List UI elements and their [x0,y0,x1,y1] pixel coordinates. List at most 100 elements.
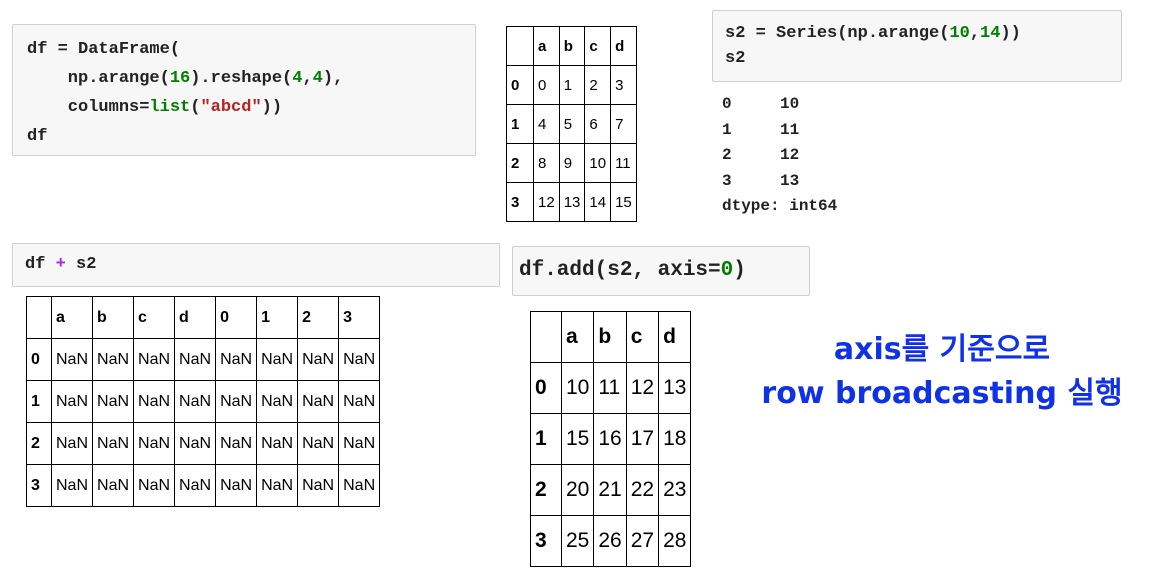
table-cell: 14 [584,182,612,222]
table-cell: NaN [297,380,340,423]
table-cell: NaN [133,422,176,465]
table-cell: 15 [560,413,595,465]
table-cell: 3 [610,65,637,105]
code-number: 14 [980,24,1001,43]
code-cell-add-method[interactable]: df.add(s2, axis=0) [512,246,810,296]
code-cell-dataframe[interactable]: df = DataFrame( np.arange(16).reshape(4,… [12,24,476,156]
table-cell: NaN [256,464,299,507]
table-cell: 23 [658,464,692,516]
table-cell: 16 [593,413,627,465]
row-index: 0 [506,65,534,105]
table-cell: NaN [256,422,299,465]
table-cell: 27 [625,515,660,567]
code-builtin: list [149,98,191,117]
column-header: b [558,26,586,66]
table-cell: 7 [610,104,637,144]
index-header [26,296,52,339]
code-number: 10 [949,24,970,43]
code-operator: + [55,255,66,274]
row-index: 1 [530,413,562,465]
table-cell: NaN [338,464,381,507]
row-index: 1 [506,104,534,144]
table-cell: NaN [338,422,381,465]
row-index: 3 [506,182,534,222]
column-header: c [584,26,612,66]
column-header: 3 [338,296,381,339]
code-text: df [25,255,56,274]
column-header: b [92,296,135,339]
column-header: a [533,26,560,66]
table-cell: NaN [92,380,135,423]
code-number: 4 [292,69,303,88]
table-cell: NaN [215,380,258,423]
table-cell: 15 [610,182,637,222]
code-text: np.arange( [27,69,170,88]
column-header: b [593,311,627,363]
code-cell-series[interactable]: s2 = Series(np.arange(10,14)) s2 [712,10,1122,82]
code-text: df [27,127,48,146]
code-text: s2 [725,49,746,68]
column-header: d [610,26,637,66]
row-index: 1 [26,380,52,423]
code-string: "abcd" [200,98,262,117]
table-cell: NaN [215,464,258,507]
table-cell: 11 [593,362,627,414]
code-text: ( [190,98,201,117]
table-cell: NaN [50,464,94,507]
code-text: ).reshape( [190,69,293,88]
table-cell: 13 [558,182,586,222]
code-text: df.add(s2, axis= [519,259,721,282]
table-cell: NaN [215,422,258,465]
table-cell: 25 [560,515,595,567]
column-header: 0 [215,296,258,339]
table-cell: NaN [174,380,217,423]
broadcast-annotation: axis를 기준으로 row broadcasting 실행 [742,328,1142,416]
row-index: 3 [26,464,52,507]
table-cell: NaN [133,380,176,423]
table-cell: NaN [50,338,94,381]
table-cell: 6 [584,104,612,144]
row-index: 3 [530,515,562,567]
table-cell: 17 [625,413,660,465]
row-index: 2 [530,464,562,516]
table-cell: NaN [297,338,340,381]
table-cell: 2 [584,65,612,105]
table-cell: NaN [133,464,176,507]
annotation-line-2: row broadcasting 실행 [761,376,1123,411]
code-text: s2 = Series(np.arange( [725,24,950,43]
code-number: 16 [169,69,191,88]
column-header: 2 [297,296,340,339]
table-cell: NaN [174,464,217,507]
table-cell: 5 [558,104,586,144]
index-header [506,26,534,66]
table-cell: 13 [658,362,692,414]
table-cell: 22 [625,464,660,516]
code-text: = DataFrame( [47,40,181,59]
series-index: 2 [722,146,732,164]
code-text: ) [733,259,746,282]
table-cell: NaN [133,338,176,381]
code-text: columns= [27,98,150,117]
table-cell: NaN [338,338,381,381]
code-cell-add-operator[interactable]: df + s2 [12,243,500,287]
column-header: c [625,311,660,363]
column-header: 1 [256,296,299,339]
code-text: s2 [65,255,97,274]
column-header: d [658,311,692,363]
series-index: 3 [722,171,732,190]
